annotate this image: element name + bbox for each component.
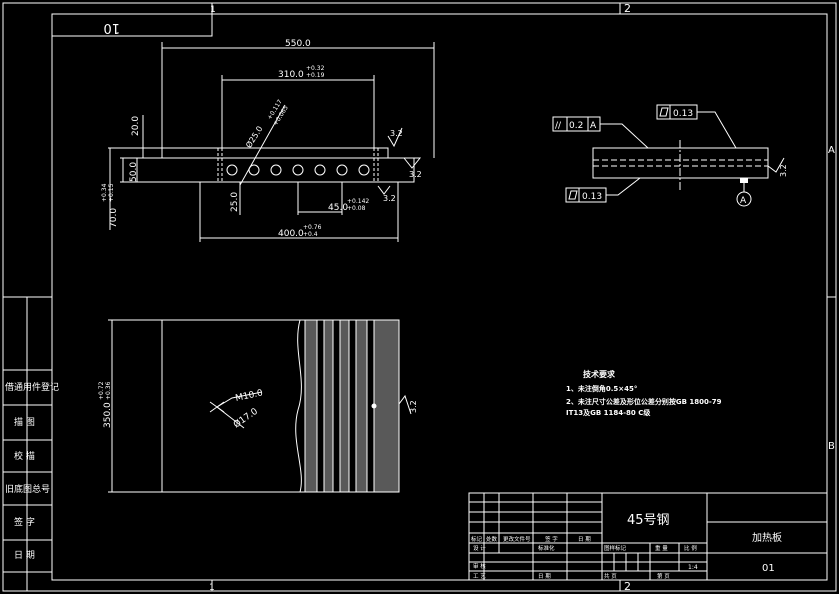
dim-45-tol-up: +0.142 (347, 198, 369, 205)
roughness-symbol-right (403, 157, 422, 169)
dim-50: 50.0 (129, 162, 139, 182)
dim-45-tol-low: +0.08 (347, 205, 366, 212)
flatness-bottom-value: 0.13 (582, 192, 602, 202)
roughness-bottom: 3.2 (383, 194, 396, 203)
side-item-1: 描 图 (14, 416, 35, 428)
roughness-symbol-topview (398, 394, 412, 415)
roughness-symbol-side (767, 157, 785, 173)
flatness-top-value: 0.13 (673, 109, 693, 119)
tb-standard: 标准化 (538, 544, 555, 552)
topview-roughness: 3.2 (409, 400, 418, 413)
tb-drawing-number: 01 (762, 563, 775, 574)
zone-right-a: A (828, 145, 835, 156)
dim-350-tol-low: +0.36 (105, 381, 112, 400)
dim-350-tol-up: +0.72 (98, 381, 105, 400)
roughness-symbol-bottom (377, 185, 391, 195)
roughness-symbol-top (387, 127, 403, 148)
gdt-roughness: 3.2 (779, 164, 788, 177)
dim-310: 310.0 (278, 70, 304, 80)
zone-bottom-2: 2 (624, 580, 631, 593)
datum-label: A (740, 196, 747, 206)
datum-circle (736, 191, 752, 207)
zone-top-1: 1 (210, 5, 216, 15)
zone-top-2: 2 (624, 2, 631, 15)
dim-310-tol-low: +0.19 (306, 72, 325, 79)
dim-400-tol-up: +0.76 (303, 224, 322, 231)
zone-right-b: B (828, 441, 835, 452)
tb-design: 设 计 (473, 544, 486, 552)
dim-20: 20.0 (131, 116, 141, 136)
dim-70-tol-low: +0.15 (108, 183, 115, 202)
drawing-code-box (51, 13, 213, 37)
side-item-4: 签 字 (14, 516, 35, 528)
zone-bottom-1: 1 (209, 583, 215, 593)
dim-310-tol-up: +0.32 (306, 65, 325, 72)
parallelism-datum: A (590, 121, 597, 131)
title-block: 标记 处数 更改文件号 签 字 日 期 设 计 标准化 图样标记 重 量 比 例… (468, 492, 828, 581)
tb-scale-value: 1:4 (688, 564, 698, 571)
dim-70-tol-up: +0.34 (101, 183, 108, 202)
tb-total: 共 页 (604, 572, 617, 580)
tech-note-3: IT13及GB 1184-80 C级 (566, 408, 651, 417)
dim-45: 45.0 (328, 203, 348, 213)
tb-review: 审 核 (473, 562, 486, 570)
counterbore-label: Ø17.0 (231, 406, 260, 431)
dim-hole-dia: Ø25.0 (243, 124, 264, 150)
left-side-panel: 借通用件登记 描 图 校 描 旧底图总号 签 字 日 期 (3, 297, 59, 591)
dim-25: 25.0 (230, 192, 240, 212)
dim-350: 350.0 (103, 402, 113, 428)
front-view: 550.0 310.0 +0.32 +0.19 Ø25.0 +0.117 +0.… (101, 39, 435, 242)
dim-550: 550.0 (285, 39, 311, 49)
tb-weight: 重 量 (655, 544, 668, 552)
front-holes (226, 164, 370, 176)
gdt-view: // 0.2 A 0.13 0.13 A 3.2 (552, 104, 788, 207)
tb-stage-mark: 图样标记 (604, 544, 627, 552)
dim-70: 70.0 (109, 208, 119, 228)
parallelism-symbol: // (555, 121, 562, 131)
thread-label: M10.0 (235, 388, 265, 404)
roughness-top: 3.2 (390, 129, 403, 138)
tech-note-2: 2、未注尺寸公差及形位公差分别按GB 1800-79 (566, 397, 722, 406)
side-item-5: 日 期 (14, 550, 35, 561)
parallelism-value: 0.2 (569, 121, 583, 131)
tech-notes-title: 技术要求 (583, 369, 616, 379)
tb-row-label-0: 标记 (471, 535, 483, 543)
side-item-2: 校 描 (14, 450, 35, 462)
tb-material: 45号钢 (627, 513, 670, 528)
drawing-code: 10 (103, 20, 120, 35)
inner-frame (51, 13, 828, 581)
tb-row-label-2: 更改文件号 (503, 535, 531, 543)
top-view-slots (304, 319, 400, 493)
dim-400-tol-low: +0.4 (303, 231, 318, 238)
tb-row-label-1: 处数 (486, 535, 498, 543)
tech-note-1: 1、未注倒角0.5×45° (566, 384, 637, 393)
tb-sheet: 第 页 (657, 572, 670, 580)
tb-scale: 比 例 (684, 544, 697, 552)
tb-process: 工 艺 (473, 573, 486, 580)
side-item-0: 借通用件登记 (5, 381, 59, 393)
top-view: 350.0 +0.72 +0.36 M10.0 Ø17.0 3.2 (98, 319, 418, 493)
tb-part-name: 加热板 (752, 531, 782, 544)
side-item-3: 旧底图总号 (5, 483, 50, 495)
dim-400: 400.0 (278, 229, 304, 239)
tech-notes: 技术要求 1、未注倒角0.5×45° 2、未注尺寸公差及形位公差分别按GB 18… (566, 369, 722, 417)
roughness-right: 3.2 (409, 170, 422, 179)
tb-row-label-4: 日 期 (578, 536, 591, 543)
tb-row-label-3: 签 字 (545, 535, 558, 543)
tb-date: 日 期 (538, 573, 551, 580)
